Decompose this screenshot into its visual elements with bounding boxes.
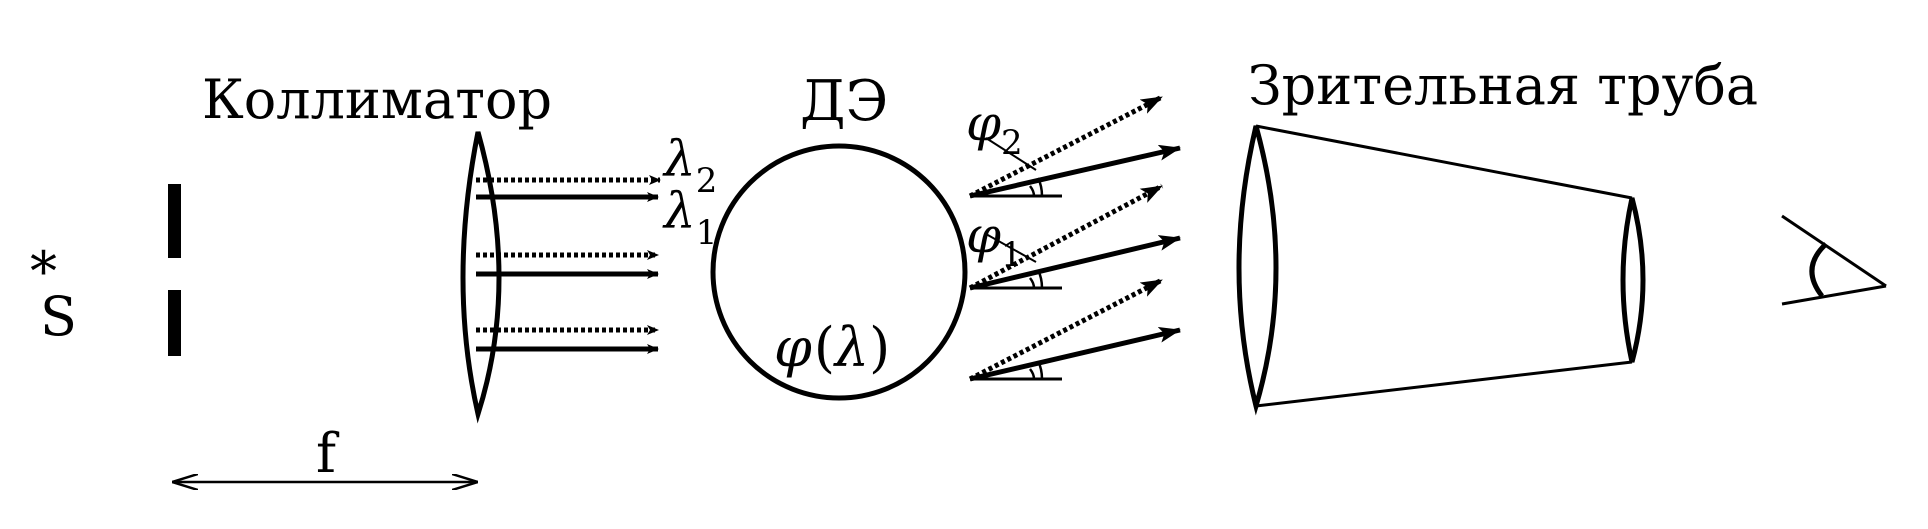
slit-lower-jaw — [168, 290, 181, 356]
eye-upper-lid — [1781, 214, 1887, 288]
dashed-beam-middle — [968, 183, 1164, 291]
phi-1-label: φ1 — [966, 206, 1023, 275]
collimator: Коллиматор — [202, 68, 552, 424]
angle-arc-bottom-outer — [1036, 360, 1044, 380]
collimated-beams — [476, 175, 661, 354]
phi2-leader — [985, 137, 1037, 171]
dashed-beam-bottom — [968, 277, 1164, 382]
diffracted-beams-middle — [968, 183, 1181, 291]
light-source: * S — [30, 240, 77, 348]
angle-arc-middle-inner — [1029, 277, 1036, 289]
tube-top-edge — [1255, 124, 1633, 200]
solid-beam-top — [969, 144, 1181, 199]
angle-labels: φ2 φ1 — [966, 94, 1023, 275]
source-star-mark: * — [30, 240, 57, 303]
eye-lens-icon — [1809, 242, 1828, 298]
angle-arc-top-inner — [1029, 185, 1036, 197]
angle-arc-middle-outer — [1036, 269, 1044, 289]
focal-length-marker: f — [172, 422, 478, 485]
angle-arc-bottom-inner — [1029, 368, 1036, 380]
telescope-label: Зрительная труба — [1248, 54, 1758, 117]
slit-upper-jaw — [168, 184, 181, 258]
phi-2-label: φ2 — [966, 94, 1023, 163]
diffracted-beams-top — [968, 94, 1181, 199]
solid-beam-bottom — [969, 326, 1181, 382]
dashed-beam-top — [968, 94, 1164, 199]
focal-length-label: f — [316, 422, 340, 485]
observer-eye — [1781, 214, 1887, 306]
angle-arc-top-outer — [1036, 177, 1044, 197]
diffraction-element: ДЭ φ(λ) — [710, 69, 968, 401]
phi1-leader — [985, 233, 1037, 263]
telescope: Зрительная труба — [1236, 54, 1758, 416]
collimator-lens — [460, 131, 502, 424]
eyepiece-lens — [1620, 197, 1646, 363]
grating-circle — [710, 143, 968, 401]
grating-label: ДЭ — [800, 69, 888, 134]
tube-bottom-edge — [1255, 360, 1633, 408]
eye-lower-lid — [1781, 284, 1887, 306]
dispersion-label: φ(λ) — [774, 316, 890, 379]
diffracted-beams-bottom — [968, 277, 1181, 382]
source-label: S — [40, 285, 77, 348]
objective-lens — [1236, 125, 1279, 416]
lambda-1-label: λ1 — [662, 182, 717, 253]
wavelength-labels: λ2 λ1 — [662, 130, 717, 253]
lambda-2-label: λ2 — [662, 130, 717, 201]
solid-beam-middle — [969, 235, 1181, 291]
collimator-label: Коллиматор — [202, 68, 552, 131]
slit — [168, 184, 181, 356]
